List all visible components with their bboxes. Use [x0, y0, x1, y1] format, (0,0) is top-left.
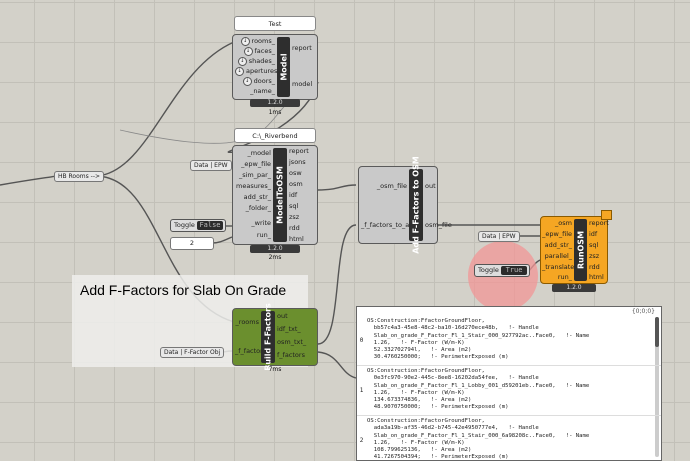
mto-output-rdd[interactable]: rdd: [289, 224, 300, 232]
mto-input-measures[interactable]: measures_: [236, 182, 271, 190]
model-input-doors[interactable]: ↓doors_: [235, 76, 275, 87]
graft-icon: ↓: [243, 46, 253, 56]
model-component[interactable]: ↓rooms_ ↓faces_ ↓shades_ ↓apertures_ ↓do…: [232, 34, 318, 100]
bff-output-idf-txt[interactable]: idf_txt_: [277, 325, 301, 333]
model-output-report[interactable]: report: [292, 44, 312, 52]
mto-input-write[interactable]: _write: [251, 219, 271, 227]
entry-text: OS:Construction:FfactorGroundFloor, bb57…: [367, 318, 590, 361]
run-output-html[interactable]: html: [589, 273, 604, 281]
model-title-bar[interactable]: Model: [277, 37, 290, 97]
aff-input-osm-file[interactable]: _osm_file: [376, 182, 407, 190]
toggle-value[interactable]: False: [197, 221, 223, 230]
run-osm-version: 1.2.0: [552, 284, 596, 292]
model-input-faces[interactable]: ↓faces_: [235, 46, 275, 57]
warning-flag-icon: [601, 210, 612, 220]
list-index: 1: [359, 387, 364, 394]
graft-icon: ↓: [235, 66, 244, 76]
graft-icon: ↓: [237, 56, 247, 66]
entry-text: OS:Construction:FfactorGroundFloor, ada3…: [367, 418, 590, 461]
folder-path-panel[interactable]: C:\_Riverbend: [234, 128, 316, 143]
toggle-value[interactable]: True: [501, 266, 527, 275]
bff-output-out[interactable]: out: [277, 312, 288, 320]
run-output-zsz[interactable]: zsz: [589, 252, 600, 260]
aff-input-f-factors[interactable]: _f_factors_to_add: [361, 221, 418, 229]
bff-timing: 7ms: [268, 366, 282, 373]
mto-input-add-str[interactable]: add_str_: [243, 193, 271, 201]
mto-input-sim-par[interactable]: _sim_par_: [238, 171, 271, 179]
bff-output-f-factors[interactable]: f_factors: [277, 351, 305, 359]
list-item: 0 OS:Construction:FfactorGroundFloor, bb…: [357, 317, 661, 366]
graft-icon: ↓: [242, 76, 252, 86]
output-panel[interactable]: {0;0;0} 0 OS:Construction:FfactorGroundF…: [356, 306, 662, 461]
mto-output-idf[interactable]: idf: [289, 191, 298, 199]
mto-output-osm[interactable]: osm: [289, 180, 303, 188]
mto-input-run[interactable]: run_: [256, 231, 271, 239]
run-input-osm[interactable]: _osm: [555, 219, 572, 227]
model-version: 1.2.0: [250, 99, 300, 107]
aff-output-out[interactable]: out: [425, 182, 436, 190]
model-input-apertures[interactable]: ↓apertures_: [235, 66, 281, 77]
model-input-rooms[interactable]: ↓rooms_: [235, 36, 275, 47]
model-name-panel[interactable]: Test: [234, 16, 316, 31]
mto-version: 1.2.0: [250, 245, 300, 253]
hb-rooms-param[interactable]: HB Rooms -->: [54, 171, 105, 182]
run-output-idf[interactable]: idf: [589, 230, 598, 238]
run-input-epw[interactable]: _epw_file: [542, 230, 572, 238]
run-output-rdd[interactable]: rdd: [589, 263, 600, 271]
run-input-translate[interactable]: _translate_: [542, 263, 578, 271]
mto-output-osw[interactable]: osw: [289, 169, 302, 177]
model-input-shades[interactable]: ↓shades_: [235, 56, 275, 67]
aff-output-osm-file[interactable]: osm_file: [425, 221, 452, 229]
entry-text: OS:Construction:FfactorGroundFloor, 0e3f…: [367, 368, 590, 411]
list-index: 2: [359, 437, 364, 444]
mto-output-html[interactable]: html: [289, 235, 304, 243]
mto-timing: 2ms: [268, 254, 282, 261]
mto-input-folder[interactable]: _folder_: [245, 204, 271, 212]
number-input[interactable]: 2: [170, 237, 214, 250]
scrollbar-thumb[interactable]: [655, 317, 659, 347]
list-item: 2 OS:Construction:FfactorGroundFloor, ad…: [357, 417, 661, 461]
bff-title-bar[interactable]: Build F-Factors: [261, 303, 275, 371]
run-output-sql[interactable]: sql: [589, 241, 599, 249]
write-toggle[interactable]: Toggle False: [170, 219, 226, 232]
aff-title-bar[interactable]: Add F-Factors to OSM: [409, 156, 423, 254]
ffactor-obj-param[interactable]: Data | F-Factor Obj: [160, 347, 225, 358]
run-input-run[interactable]: run_: [557, 273, 572, 281]
list-item: 1 OS:Construction:FfactorGroundFloor, 0e…: [357, 367, 661, 416]
build-ffactors-component[interactable]: _rooms _f_factor Build F-Factors out idf…: [232, 303, 318, 371]
mto-output-report[interactable]: report: [289, 147, 309, 155]
model-input-name[interactable]: _name_: [250, 87, 275, 95]
mto-output-zsz[interactable]: zsz: [289, 213, 300, 221]
list-index: 0: [359, 337, 364, 344]
group-title: Add F-Factors for Slab On Grade: [80, 282, 287, 298]
run-input-parallel[interactable]: parallel_: [544, 252, 572, 260]
model-timing: 1ms: [268, 109, 282, 116]
panel-scrollbar[interactable]: [655, 317, 659, 457]
model-output-model[interactable]: model: [292, 80, 313, 88]
run-osm-component[interactable]: _osm _epw_file add_str_ parallel_ _trans…: [540, 216, 609, 284]
run-title-bar[interactable]: RunOSM: [574, 219, 587, 281]
epw-param-1[interactable]: Data | EPW: [190, 160, 232, 171]
mto-input-model[interactable]: _model: [247, 149, 272, 157]
mto-output-jsons[interactable]: jsons: [289, 158, 306, 166]
model-to-osm-component[interactable]: _model _epw_file _sim_par_ measures_ add…: [232, 145, 318, 245]
mto-input-epw[interactable]: _epw_file: [241, 160, 271, 168]
bff-input-f-factor[interactable]: _f_factor: [235, 347, 263, 355]
mto-title-bar[interactable]: ModelToOSM: [273, 148, 287, 242]
panel-header: {0;0;0}: [631, 308, 655, 315]
mto-output-sql[interactable]: sql: [289, 202, 299, 210]
run-output-report[interactable]: report: [589, 219, 609, 227]
run-input-add-str[interactable]: add_str_: [544, 241, 572, 249]
bff-output-osm-txt[interactable]: osm_txt_: [277, 338, 307, 346]
graft-icon: ↓: [240, 36, 250, 46]
bff-input-rooms[interactable]: _rooms: [235, 318, 259, 326]
add-ffactors-component[interactable]: _osm_file _f_factors_to_add Add F-Factor…: [358, 156, 452, 254]
epw-param-2[interactable]: Data | EPW: [478, 231, 520, 242]
run-toggle[interactable]: Toggle True: [474, 264, 530, 277]
